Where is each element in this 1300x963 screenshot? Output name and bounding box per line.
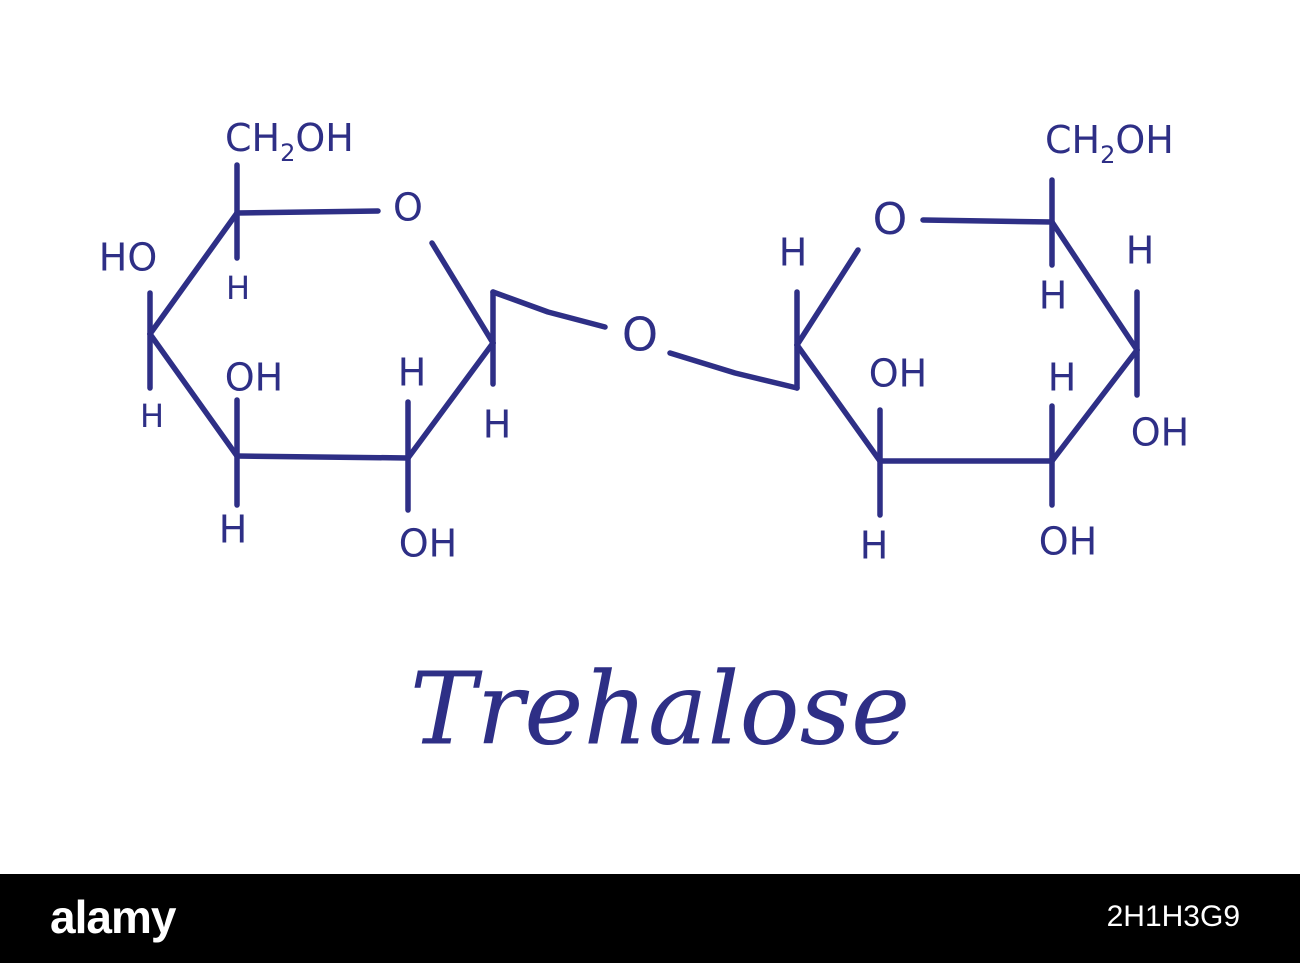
left-ring-bond-c5-o [234,208,381,216]
left-ring-bond-o-c1 [429,240,496,346]
left-ch2oh-oh: OH [295,116,353,160]
left-ring-bond-c3-c4 [147,331,240,459]
left-ch2oh-group: CH2OH [225,116,354,168]
left-c1-h-label: H [483,403,512,447]
image-reference-id: 2H1H3G9 [1106,900,1240,933]
right-ring-labels: CH2OH O H H H OH OH H H OH [779,118,1190,568]
right-c1-h-label: H [779,231,808,275]
left-ring-bonds [147,162,496,513]
left-c5-h-label: H [226,269,250,307]
left-ring-bond-c2-c3 [234,453,411,461]
left-c2-oh-label: OH [399,522,457,566]
right-c5-h-label: H [1039,274,1068,318]
right-ch2oh-ch: CH [1045,118,1100,162]
left-c3-oh-label: OH [225,356,283,400]
right-ring-bond-c4-c3 [1049,347,1140,464]
right-ring-bond-c2-c1 [794,342,883,464]
watermark-brand: alamy [50,891,176,943]
diagram-title: Trehalose [410,651,910,768]
left-ring-oxygen: O [393,186,423,230]
watermark-footer: alamy 2H1H3G9 [0,874,1300,963]
left-ring-bond-c1-c2 [405,340,496,461]
right-ring-bond-c1-o [794,247,861,348]
right-ring-bonds [794,177,1140,518]
right-ch2oh-subscript: 2 [1100,141,1115,169]
right-c2-oh-label: OH [869,352,927,396]
left-c4-ho-label: HO [99,236,157,280]
left-c4-h-label: H [140,397,164,435]
right-ch2oh-oh: OH [1115,118,1173,162]
left-c3-h-label: H [219,508,248,552]
right-c3-oh-label: OH [1039,520,1097,564]
left-ring-labels: CH2OH O HO H H OH H H OH H [99,116,512,566]
right-c3-h-label: H [1048,356,1077,400]
right-ch2oh-group: CH2OH [1045,118,1174,170]
left-c2-h-label: H [398,351,427,395]
bridge-bond-left [490,289,608,330]
right-ring-bond-o-c5 [920,217,1055,225]
right-c4-h-label: H [1126,229,1155,273]
left-ring-bond-c4-c5 [147,210,240,337]
right-ring-bond-c5-c4 [1049,219,1140,353]
glycosidic-oxygen: O [622,308,658,362]
glycosidic-bonds [490,289,800,391]
right-c4-oh-label: OH [1131,411,1189,455]
trehalose-structure-diagram: CH2OH O HO H H OH H H OH H O CH2OH O H H… [99,116,1190,768]
bridge-bond-right [667,350,800,391]
left-ch2oh-subscript: 2 [280,139,295,167]
right-ring-oxygen: O [873,194,908,245]
right-c2-h-label: H [860,524,889,568]
left-ch2oh-ch: CH [225,116,280,160]
